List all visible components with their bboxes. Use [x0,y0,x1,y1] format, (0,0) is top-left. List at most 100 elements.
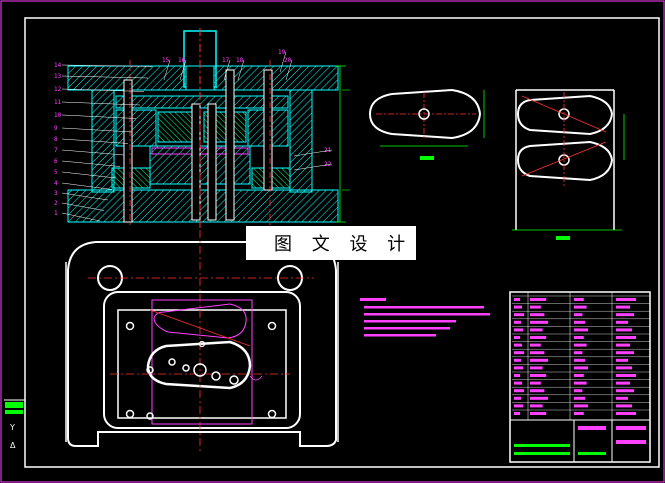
bom-cell-bar [530,381,541,385]
bom-cell-bar [616,389,634,393]
bom-cell-bar [574,389,583,393]
bom-cell-bar [530,328,543,332]
bom-cell-bar [616,396,628,400]
assembly-section-view [67,28,350,228]
bom-cell-bar [616,412,636,415]
bom-cell-bar [530,343,541,347]
bom-cell-bar [616,320,628,324]
callout-12: 12 [54,86,62,93]
bom-cell-bar [574,358,586,362]
callout-2: 2 [54,200,58,207]
bom-cell-bar [530,396,548,400]
bom-cell-bar [530,298,547,301]
bom-cell-bar [574,412,584,415]
leader-line [61,160,121,167]
bom-cell-bar [574,381,587,385]
bom-cell-bar [574,313,583,317]
bom-cell-bar [514,313,524,317]
bom-cell-bar [530,389,545,393]
bom-cell-bar [514,396,521,400]
bom-cell-bar [574,351,583,355]
bom-cell-bar [514,374,520,377]
callout-17: 17 [222,57,230,64]
callout-8: 8 [54,136,58,143]
leader-line [61,114,137,119]
leader-line [223,59,231,81]
leader-line [61,192,109,201]
bom-cell-bar [514,320,521,324]
bom-cell-bar [530,305,541,309]
bom-cell-bar [574,305,587,309]
bom-cell-bar [574,298,584,301]
bom-cell-bar [530,320,548,324]
callout-9: 9 [54,125,58,132]
callout-20: 20 [284,57,292,64]
callout-19: 19 [278,49,286,56]
bom-cell-bar [514,343,522,347]
callout-1: 1 [54,210,58,217]
bom-cell-bar [616,305,630,309]
bom-cell-bar [574,404,588,408]
leader-line [61,212,101,222]
bom-cell-bar [616,313,634,317]
watermark-area: 图 文 设 计 [246,226,416,260]
leader-line [61,149,125,156]
bom-cell-bar [616,343,630,347]
technical-notes [360,298,490,337]
svg-text:Δ: Δ [10,441,16,450]
leader-line [61,75,149,79]
leader-line [61,64,153,67]
leader-line [279,51,287,73]
bom-cell-bar [574,343,587,347]
callout-7: 7 [54,147,58,154]
bom-cell-bar [574,396,586,400]
bom-cell-bar [514,336,520,339]
watermark-text: 图 文 设 计 [274,234,412,255]
bom-cell-bar [530,313,545,317]
callout-4: 4 [54,180,58,187]
bom-cell-bar [514,305,522,309]
bom-cell-bar [574,320,586,324]
leader-line [293,163,333,171]
bom-cell-bar [530,358,548,362]
bom-cell-bar [616,404,632,408]
callout-3: 3 [54,190,58,197]
bom-cell-bar [514,366,523,370]
bom-cell-bar [574,328,588,332]
leader-line [285,59,293,81]
bom-cell-bar [530,374,547,377]
title-block [509,291,651,463]
bom-cell-bar [530,351,545,355]
callout-16: 16 [178,57,186,64]
bom-cell-bar [514,404,523,408]
leader-line [61,171,117,179]
leader-line [61,182,113,190]
blank-part-view [368,88,485,160]
bom-cell-bar [530,412,547,415]
leader-line [237,59,245,81]
bom-cell-bar [574,366,588,370]
bom-cell-bar [616,381,630,385]
leader-line [61,101,141,106]
bom-cell-bar [616,351,634,355]
bom-cell-bar [530,336,547,339]
strip-layout-view [512,89,625,240]
bom-cell-bar [616,328,632,332]
callout-14: 14 [54,62,62,69]
leader-line [163,59,171,81]
leader-line [179,59,187,81]
bom-cell-bar [530,404,543,408]
callout-11: 11 [54,99,62,106]
bom-cell-bar [616,366,632,370]
bom-cell-bar [514,328,523,332]
bom-cell-bar [616,374,636,377]
bom-cell-bar [514,298,520,301]
bom-cell-bar [514,351,524,355]
callout-18: 18 [236,57,244,64]
bom-cell-bar [574,374,584,377]
bom-cell-bar [616,336,636,339]
callout-10: 10 [54,112,62,119]
